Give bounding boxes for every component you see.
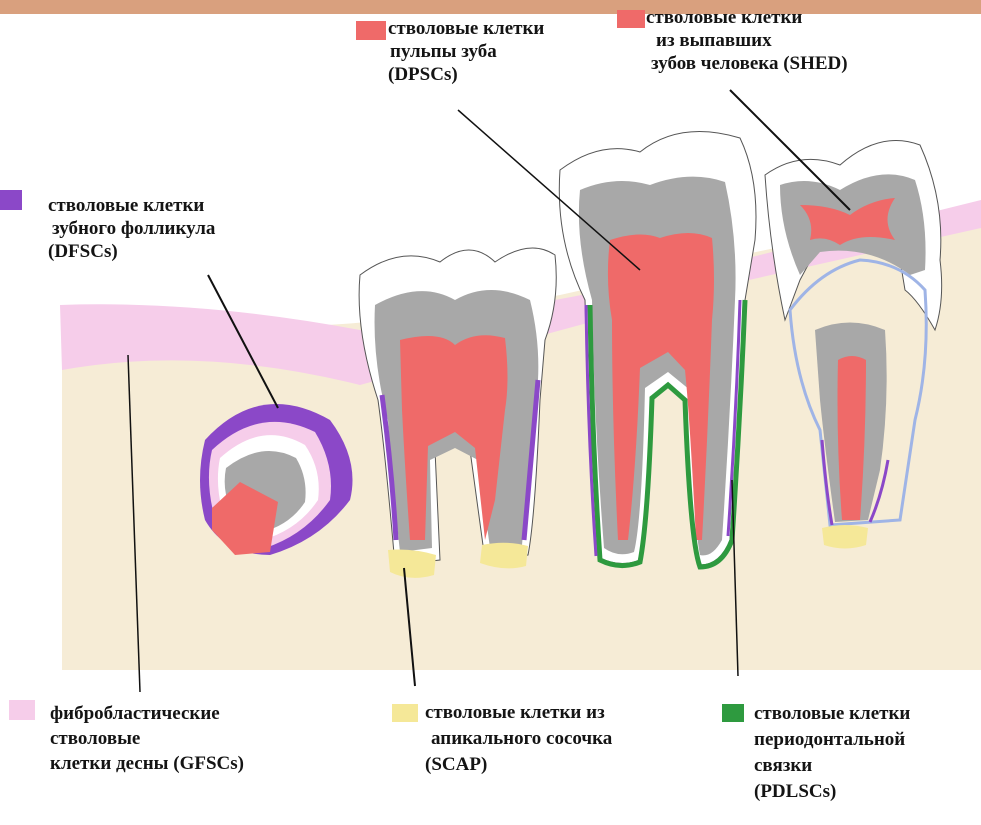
shed-line-3: зубов человека (SHED) [646, 52, 848, 75]
gfsc-line-2: стволовые [50, 726, 244, 751]
apical-papilla-left [388, 550, 436, 578]
dfsc-line-1: стволовые клетки [48, 194, 215, 217]
shed-swatch [617, 10, 645, 28]
pdlsc-swatch [722, 704, 744, 722]
dfsc-line-3: (DFSCs) [48, 240, 215, 263]
gfsc-label: фибробластические стволовые клетки десны… [50, 701, 244, 776]
shed-label: стволовые клетки из выпавших зубов челов… [646, 6, 848, 75]
successor-apical-papilla [822, 525, 868, 549]
pdlsc-line-1: стволовые клетки [754, 701, 910, 727]
dpsc-swatch [356, 21, 386, 40]
pdlsc-line-2: периодонтальной [754, 727, 910, 753]
shed-line-2: из выпавших [646, 29, 848, 52]
dpsc-line-3: (DPSCs) [388, 63, 544, 86]
gfsc-swatch [9, 700, 35, 720]
apical-papilla-right [480, 543, 528, 569]
dpsc-label: стволовые клетки пульпы зуба (DPSCs) [388, 17, 544, 86]
scap-line-1: стволовые клетки из [425, 700, 612, 726]
scap-line-3: (SCAP) [425, 752, 612, 778]
dfsc-line-2: зубного фолликула [48, 217, 215, 240]
scap-swatch [392, 704, 418, 722]
dfsc-swatch [0, 190, 22, 210]
pdlsc-line-3: связки [754, 753, 910, 779]
dpsc-line-1: стволовые клетки [388, 17, 544, 40]
gfsc-line-3: клетки десны (GFSCs) [50, 751, 244, 776]
gfsc-line-1: фибробластические [50, 701, 244, 726]
shed-line-1: стволовые клетки [646, 6, 848, 29]
scap-line-2: апикального сосочка [425, 726, 612, 752]
pdlsc-line-4: (PDLSCs) [754, 779, 910, 805]
scap-label: стволовые клетки из апикального сосочка … [425, 700, 612, 778]
dpsc-line-2: пульпы зуба [388, 40, 544, 63]
pdlsc-label: стволовые клетки периодонтальной связки … [754, 701, 910, 805]
dfsc-label: стволовые клетки зубного фолликула (DFSC… [48, 194, 215, 263]
